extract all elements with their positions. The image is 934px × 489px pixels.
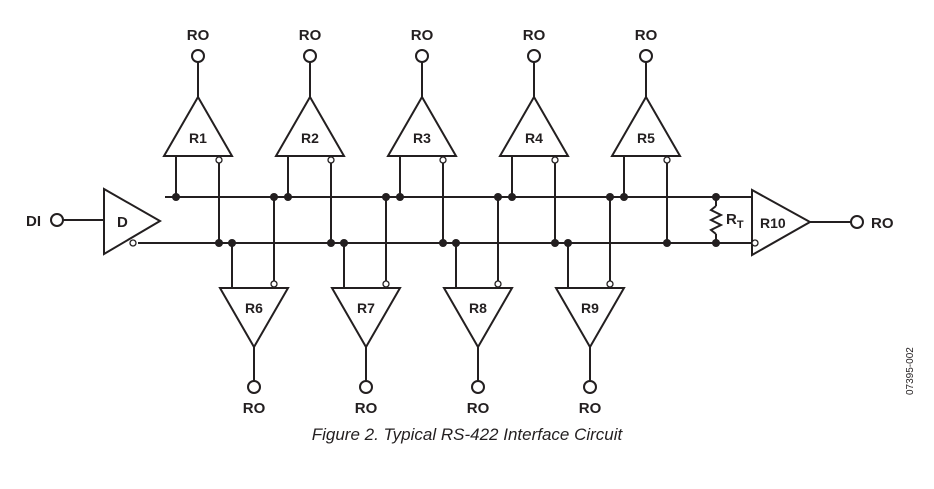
junction-dot [564, 239, 572, 247]
receiver-output-label: RO [299, 27, 322, 44]
figure-code-text: 07395-002 [905, 347, 916, 395]
junction-dot [439, 239, 447, 247]
receiver-inverting-bubble [494, 280, 502, 288]
r10-output-label: RO [871, 215, 894, 232]
junction-dot [494, 193, 502, 201]
receiver-r6: R6 RO [218, 193, 290, 417]
r10-name: R10 [760, 215, 786, 231]
junction-dot [508, 193, 516, 201]
junction-dot [284, 193, 292, 201]
receiver-output-pin [583, 380, 597, 394]
receiver-name: R8 [469, 300, 487, 316]
receiver-triangle [330, 287, 402, 350]
receiver-name: R4 [525, 130, 543, 146]
driver-input-label: DI [26, 213, 41, 230]
receiver-inverting-bubble [439, 156, 447, 164]
receiver-output-pin [415, 49, 429, 63]
receiver-r3: RO R3 [386, 27, 458, 247]
rt-label: RT [726, 211, 744, 231]
receiver-triangle [442, 287, 514, 350]
receiver-inverting-bubble [551, 156, 559, 164]
receiver-r8: R8 RO [442, 193, 514, 417]
junction-dot [270, 193, 278, 201]
junction-dot [327, 239, 335, 247]
receiver-inverting-bubble [270, 280, 278, 288]
junction-dot [551, 239, 559, 247]
junction-dot [663, 239, 671, 247]
junction-dot [228, 239, 236, 247]
rt-junction-bottom [712, 239, 720, 247]
receiver-output-label: RO [355, 400, 378, 417]
driver-input-pin [50, 213, 64, 227]
receiver-name: R3 [413, 130, 431, 146]
receiver-name: R6 [245, 300, 263, 316]
junction-dot [215, 239, 223, 247]
junction-dot [620, 193, 628, 201]
receiver-r7: R7 RO [330, 193, 402, 417]
receiver-triangle [610, 94, 682, 157]
receiver-output-label: RO [579, 400, 602, 417]
receiver-inverting-bubble [606, 280, 614, 288]
receiver-r5: RO R5 [610, 27, 682, 247]
receiver-output-label: RO [187, 27, 210, 44]
driver-name: D [117, 214, 128, 231]
receiver-r2: RO R2 [274, 27, 346, 247]
receiver-output-pin [247, 380, 261, 394]
junction-dot [172, 193, 180, 201]
junction-dot [340, 239, 348, 247]
junction-dot [452, 239, 460, 247]
junction-dot [382, 193, 390, 201]
junction-dot [396, 193, 404, 201]
receiver-name: R9 [581, 300, 599, 316]
receiver-r1: RO R1 [162, 27, 234, 247]
receiver-output-pin [191, 49, 205, 63]
end-receiver: R10 RO [751, 188, 894, 257]
driver-triangle [103, 187, 162, 256]
receiver-output-pin [359, 380, 373, 394]
receiver-name: R7 [357, 300, 375, 316]
receiver-name: R2 [301, 130, 319, 146]
receiver-triangle [386, 94, 458, 157]
receiver-inverting-bubble [663, 156, 671, 164]
receiver-output-label: RO [243, 400, 266, 417]
receiver-output-label: RO [467, 400, 490, 417]
receiver-output-label: RO [523, 27, 546, 44]
receiver-triangle [218, 287, 290, 350]
resistor-zigzag [708, 205, 724, 235]
receiver-inverting-bubble [327, 156, 335, 164]
receiver-triangle [274, 94, 346, 157]
r10-output-pin [850, 215, 864, 229]
junction-dot [606, 193, 614, 201]
receiver-triangle [162, 94, 234, 157]
figure-caption: Figure 2. Typical RS-422 Interface Circu… [311, 425, 623, 444]
receiver-output-pin [303, 49, 317, 63]
receiver-output-label: RO [635, 27, 658, 44]
receiver-output-label: RO [411, 27, 434, 44]
termination-resistor: RT [708, 193, 744, 247]
receiver-triangle [498, 94, 570, 157]
receiver-output-pin [639, 49, 653, 63]
receiver-name: R1 [189, 130, 207, 146]
receiver-output-pin [471, 380, 485, 394]
receiver-r4: RO R4 [498, 27, 570, 247]
receiver-inverting-bubble [382, 280, 390, 288]
receiver-inverting-bubble [215, 156, 223, 164]
receiver-output-pin [527, 49, 541, 63]
r10-triangle [751, 188, 813, 257]
receiver-triangle [554, 287, 626, 350]
driver-inverting-bubble [129, 239, 137, 247]
rt-junction-top [712, 193, 720, 201]
receiver-r9: R9 RO [554, 193, 626, 417]
driver: DI D [26, 187, 162, 256]
r10-inverting-bubble [751, 239, 759, 247]
receiver-name: R5 [637, 130, 655, 146]
